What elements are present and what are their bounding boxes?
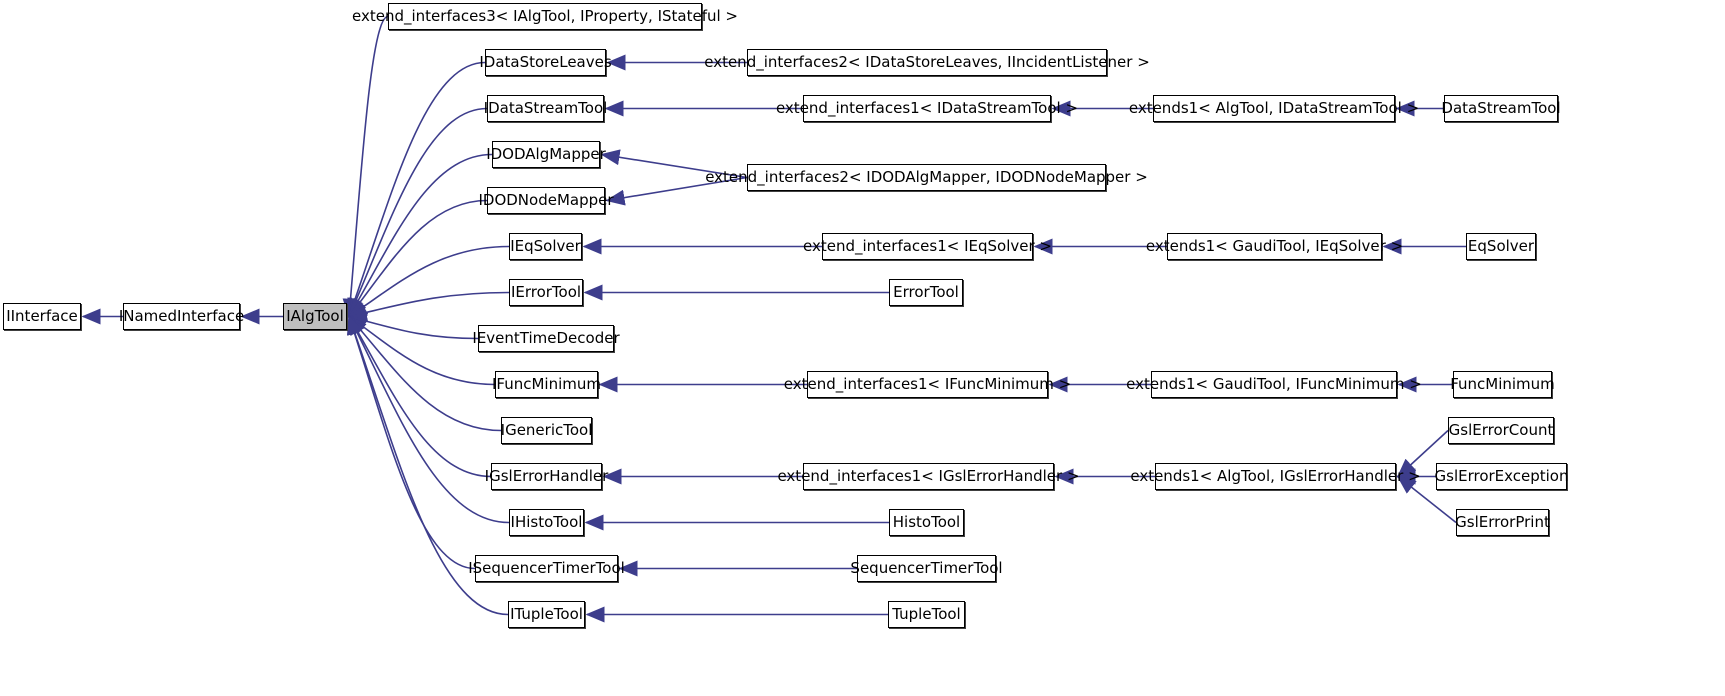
class-node-label: extend_interfaces1< IEqSolver > — [803, 237, 1052, 255]
class-node-label: INamedInterface — [118, 307, 245, 325]
class-node-label: GslErrorPrint — [1455, 513, 1550, 531]
inheritance-edge — [347, 315, 496, 386]
inheritance-edge — [347, 291, 510, 321]
class-node-ex1_GaudiTool_EqSolver[interactable]: extends1< GaudiTool, IEqSolver > — [1146, 233, 1403, 260]
class-node-label: extends1< AlgTool, IDataStreamTool > — [1128, 99, 1420, 117]
class-node-IDODAlgMapper[interactable]: IDODAlgMapper — [486, 141, 606, 168]
class-node-IHistoTool[interactable]: IHistoTool — [509, 509, 584, 536]
inheritance-edge — [346, 314, 476, 570]
class-node-IGslErrorHandler[interactable]: IGslErrorHandler — [485, 463, 608, 490]
class-node-label: extend_interfaces2< IDODAlgMapper, IDODN… — [705, 168, 1148, 186]
inheritance-edge — [348, 153, 493, 318]
class-node-label: DataStreamTool — [1441, 99, 1561, 117]
class-node-EqSolver[interactable]: EqSolver — [1466, 233, 1536, 260]
class-node-label: extend_interfaces1< IFuncMinimum > — [783, 375, 1072, 393]
class-node-IDataStoreLeaves[interactable]: IDataStoreLeaves — [479, 49, 612, 76]
class-node-label: extend_interfaces1< IGslErrorHandler > — [777, 467, 1080, 485]
inheritance-edge — [347, 245, 510, 318]
inheritance-edge — [342, 15, 389, 319]
class-node-label: extend_interfaces1< IDataStreamTool > — [775, 99, 1079, 117]
class-node-label: IInterface — [6, 307, 78, 325]
class-node-extend_interfaces3[interactable]: extend_interfaces3< IAlgTool, IProperty,… — [352, 3, 738, 30]
class-node-INamedInterface[interactable]: INamedInterface — [119, 303, 244, 330]
class-node-label: HistoTool — [892, 513, 961, 531]
class-node-IInterface[interactable]: IInterface — [3, 303, 81, 330]
class-node-label: extends1< GaudiTool, IEqSolver > — [1145, 237, 1404, 255]
class-node-label: IDODAlgMapper — [486, 145, 606, 163]
class-node-SequencerTimerTool[interactable]: SequencerTimerTool — [850, 555, 1003, 582]
class-node-HistoTool[interactable]: HistoTool — [889, 509, 964, 536]
class-node-label: EqSolver — [1467, 237, 1535, 255]
class-node-label: IDataStreamTool — [483, 99, 608, 117]
class-node-label: IEventTimeDecoder — [472, 329, 620, 347]
class-node-ei1_GslErrorHandler[interactable]: extend_interfaces1< IGslErrorHandler > — [777, 463, 1080, 490]
class-node-ex1_AlgTool_GslErrorHandler[interactable]: extends1< AlgTool, IGslErrorHandler > — [1130, 463, 1421, 490]
class-node-IEventTimeDecoder[interactable]: IEventTimeDecoder — [472, 325, 620, 352]
class-node-label: ISequencerTimerTool — [468, 559, 625, 577]
class-node-label: GslErrorException — [1434, 467, 1569, 485]
class-node-IDataStreamTool[interactable]: IDataStreamTool — [484, 95, 607, 122]
class-node-label: extends1< AlgTool, IGslErrorHandler > — [1130, 467, 1421, 485]
class-node-TupleTool[interactable]: TupleTool — [888, 601, 965, 628]
class-node-FuncMinimum[interactable]: FuncMinimum — [1450, 371, 1555, 398]
class-node-label: IErrorTool — [510, 283, 582, 301]
inheritance-edge — [348, 315, 492, 478]
class-node-ISequencerTimerTool[interactable]: ISequencerTimerTool — [468, 555, 625, 582]
class-node-GslErrorException[interactable]: GslErrorException — [1434, 463, 1569, 490]
class-node-ei1_EqSolver[interactable]: extend_interfaces1< IEqSolver > — [803, 233, 1052, 260]
class-node-label: SequencerTimerTool — [850, 559, 1003, 577]
class-node-IGenericTool[interactable]: IGenericTool — [501, 417, 592, 444]
class-node-label: IDataStoreLeaves — [479, 53, 612, 71]
inheritance-edge — [348, 107, 488, 318]
inheritance-edge — [347, 313, 479, 340]
class-node-IDODNodeMapper[interactable]: IDODNodeMapper — [478, 187, 614, 214]
class-node-ex1_GaudiTool_FuncMinimum[interactable]: extends1< GaudiTool, IFuncMinimum > — [1126, 371, 1422, 398]
class-node-ei1_DataStreamTool[interactable]: extend_interfaces1< IDataStreamTool > — [776, 95, 1078, 122]
inheritance-edge — [347, 61, 486, 319]
class-node-label: IHistoTool — [510, 513, 583, 531]
class-node-ei2_DOD[interactable]: extend_interfaces2< IDODAlgMapper, IDODN… — [705, 164, 1148, 191]
class-node-label: IEqSolver — [510, 237, 581, 255]
class-node-ei1_FuncMinimum[interactable]: extend_interfaces1< IFuncMinimum > — [784, 371, 1071, 398]
class-node-label: IGenericTool — [500, 421, 593, 439]
class-node-label: TupleTool — [892, 605, 961, 623]
class-node-GslErrorCount[interactable]: GslErrorCount — [1448, 417, 1554, 444]
class-node-label: ITupleTool — [510, 605, 583, 623]
inheritance-edge — [348, 199, 488, 318]
class-node-label: FuncMinimum — [1450, 375, 1555, 393]
class-node-IAlgTool[interactable]: IAlgTool — [283, 303, 347, 330]
class-node-ex1_AlgTool_DataStreamTool[interactable]: extends1< AlgTool, IDataStreamTool > — [1129, 95, 1419, 122]
class-node-label: IFuncMinimum — [492, 375, 602, 393]
class-node-label: IAlgTool — [286, 307, 344, 325]
class-node-IEqSolver[interactable]: IEqSolver — [509, 233, 582, 260]
class-node-label: ErrorTool — [893, 283, 959, 301]
class-node-label: extend_interfaces3< IAlgTool, IProperty,… — [352, 7, 738, 25]
class-node-label: GslErrorCount — [1448, 421, 1554, 439]
class-node-IErrorTool[interactable]: IErrorTool — [509, 279, 583, 306]
class-node-label: IDODNodeMapper — [478, 191, 614, 209]
class-node-label: extend_interfaces2< IDataStoreLeaves, II… — [704, 53, 1150, 71]
class-node-ErrorTool[interactable]: ErrorTool — [889, 279, 963, 306]
class-node-GslErrorPrint[interactable]: GslErrorPrint — [1455, 509, 1550, 536]
class-node-DataStreamTool[interactable]: DataStreamTool — [1441, 95, 1561, 122]
class-node-label: IGslErrorHandler — [484, 467, 609, 485]
class-node-ITupleTool[interactable]: ITupleTool — [508, 601, 585, 628]
class-node-label: extends1< GaudiTool, IFuncMinimum > — [1126, 375, 1422, 393]
class-node-ei2_DataStoreLeaves[interactable]: extend_interfaces2< IDataStoreLeaves, II… — [704, 49, 1150, 76]
class-node-IFuncMinimum[interactable]: IFuncMinimum — [492, 371, 602, 398]
